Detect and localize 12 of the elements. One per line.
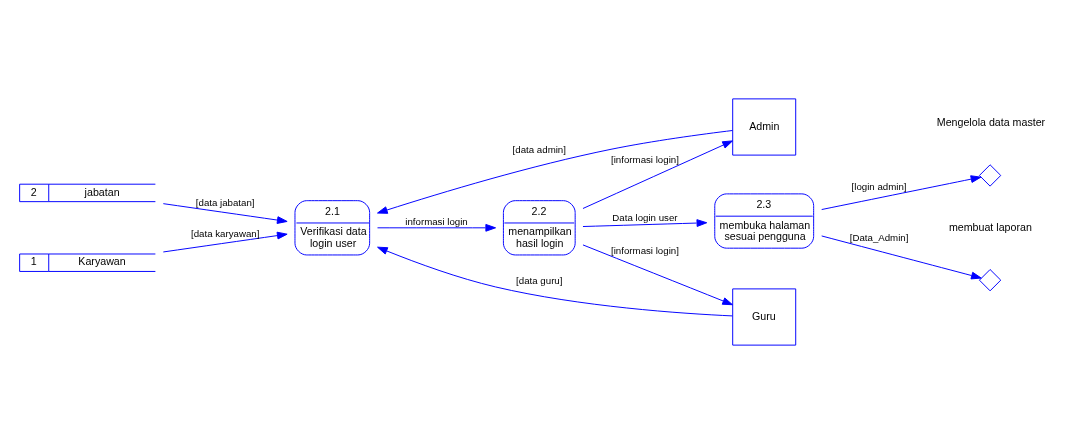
edge-label: [login admin] (851, 180, 907, 192)
edge-label: [data admin] (512, 143, 566, 155)
edge-label: [informasi login] (611, 153, 679, 165)
node-label: Mengelola data master (936, 115, 1046, 128)
edge-label: [data jabatan] (195, 196, 255, 208)
edge-label: [data karyawan] (190, 227, 260, 239)
edge-label: informasi login (405, 215, 468, 227)
edge-label: Data login user (612, 211, 678, 223)
node-label: membuat laporan (948, 220, 1032, 233)
edge-label: [data guru] (516, 274, 563, 286)
edge-label: [informasi login] (611, 244, 679, 256)
edge-label: [Data_Admin] (849, 231, 909, 243)
